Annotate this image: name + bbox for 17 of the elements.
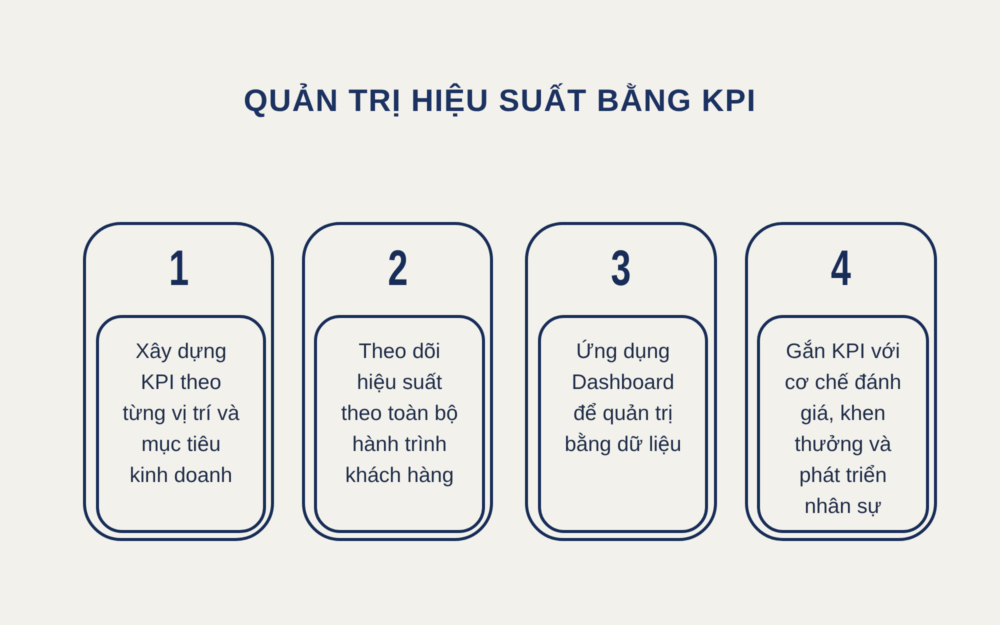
step-description-box [757, 315, 929, 533]
step-description-box [538, 315, 708, 533]
step-description-box [96, 315, 266, 533]
step-text: Theo dõi hiệu suất theo toàn bộ hành trình khách hàng [340, 339, 459, 489]
step-number: 2 [387, 243, 408, 293]
step-card [302, 222, 493, 541]
title: QUẢN TRỊ HIỆU SUẤT BẰNG KPI [244, 83, 756, 119]
step-card [745, 222, 937, 541]
step-card [83, 222, 274, 541]
step-text: Ứng dụng Dashboard để quản trị bằng dữ liệu [564, 338, 682, 458]
step-text: Xây dựng KPI theo từng vị trí và mục tiêu kinh doanh [122, 339, 240, 489]
step-number: 3 [610, 243, 632, 293]
step-card [525, 222, 717, 541]
step-number: 4 [830, 243, 852, 293]
step-number: 1 [168, 243, 189, 293]
step-description-box [314, 315, 485, 533]
step-text: Gắn KPI với cơ chế đánh giá, khen thưởng và phát triển nhân sự [784, 338, 902, 520]
